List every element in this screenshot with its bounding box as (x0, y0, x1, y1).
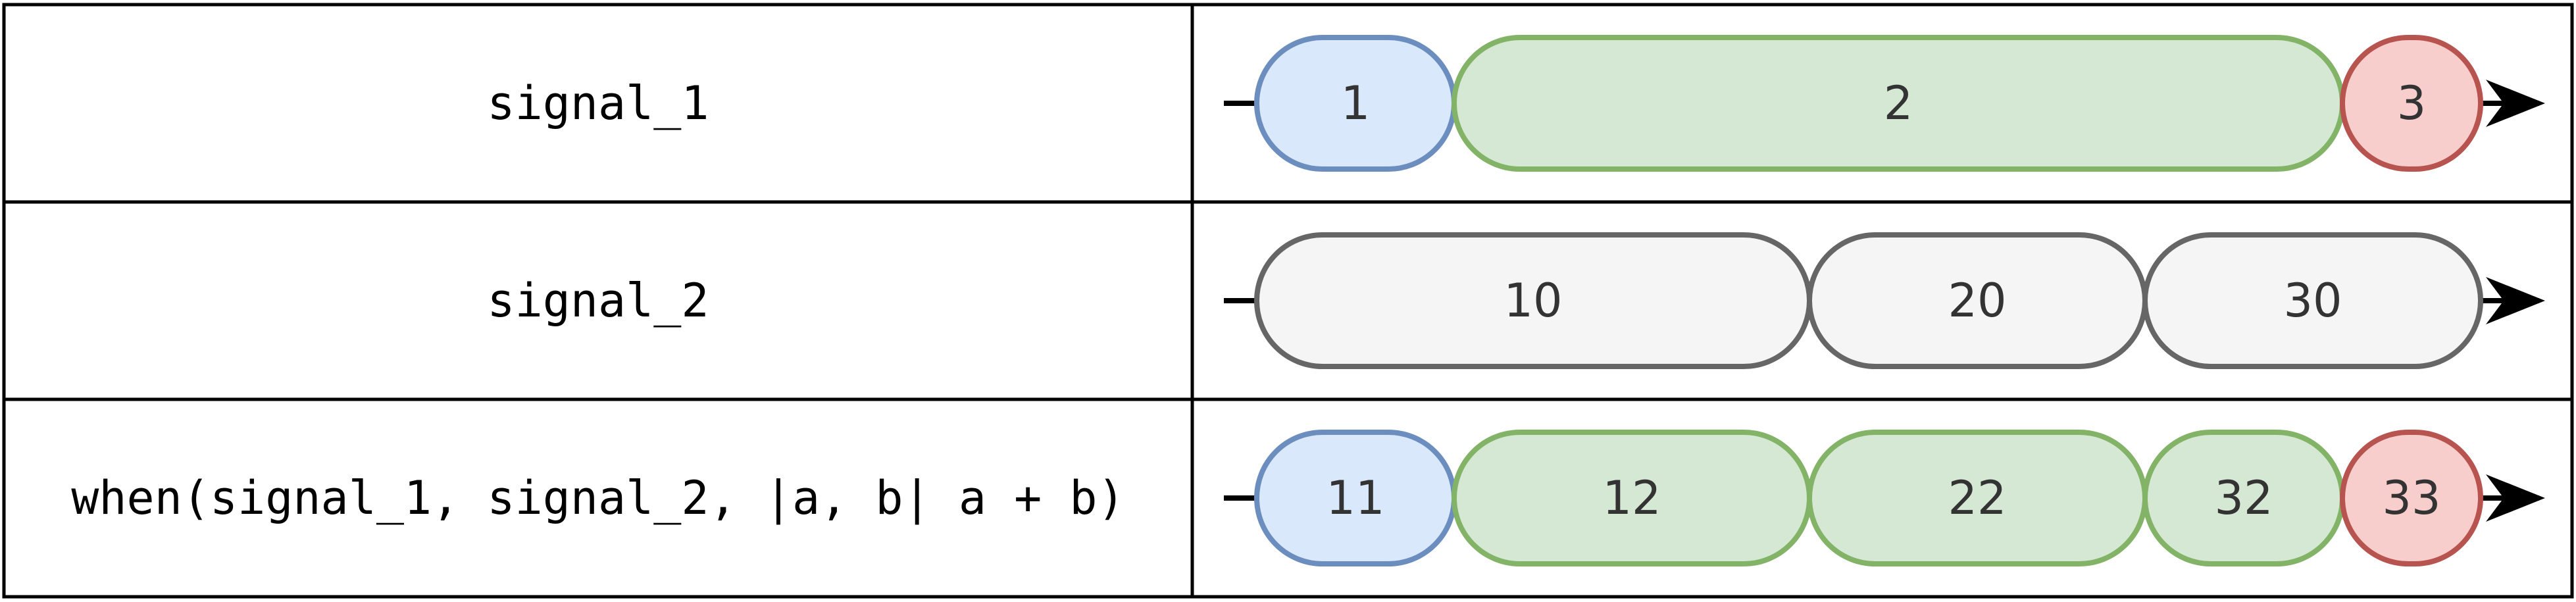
table-border (2, 3, 2574, 599)
row-labels: signal_1 signal_2 when(signal_1, signal_2,… (71, 76, 1124, 525)
event-marble (2142, 232, 2483, 369)
row-label: signal_1 (487, 76, 709, 130)
event-value: 12 (1602, 471, 1661, 525)
event-value: 3 (2397, 76, 2427, 130)
event-value: 30 (2283, 274, 2342, 328)
timeline-row: 11 12 22 32 33 (1224, 430, 2545, 566)
event-value: 1 (1341, 76, 1371, 130)
event-value: 22 (1948, 471, 2006, 525)
table-grid (2, 3, 2574, 599)
event-value: 33 (2382, 471, 2440, 525)
row-label: when(signal_1, signal_2, |a, b| a + b) (71, 471, 1124, 525)
event-value: 2 (1884, 76, 1913, 130)
event-value: 11 (1326, 471, 1384, 525)
event-value: 20 (1948, 274, 2006, 328)
row-label: signal_2 (487, 274, 709, 328)
timeline-row: 1 2 3 (1224, 35, 2545, 172)
event-value: 32 (2214, 471, 2273, 525)
event-marble (2340, 430, 2483, 566)
event-value: 10 (1503, 274, 1562, 328)
event-marble (2340, 35, 2483, 172)
timeline-row: 10 20 30 (1224, 232, 2545, 369)
